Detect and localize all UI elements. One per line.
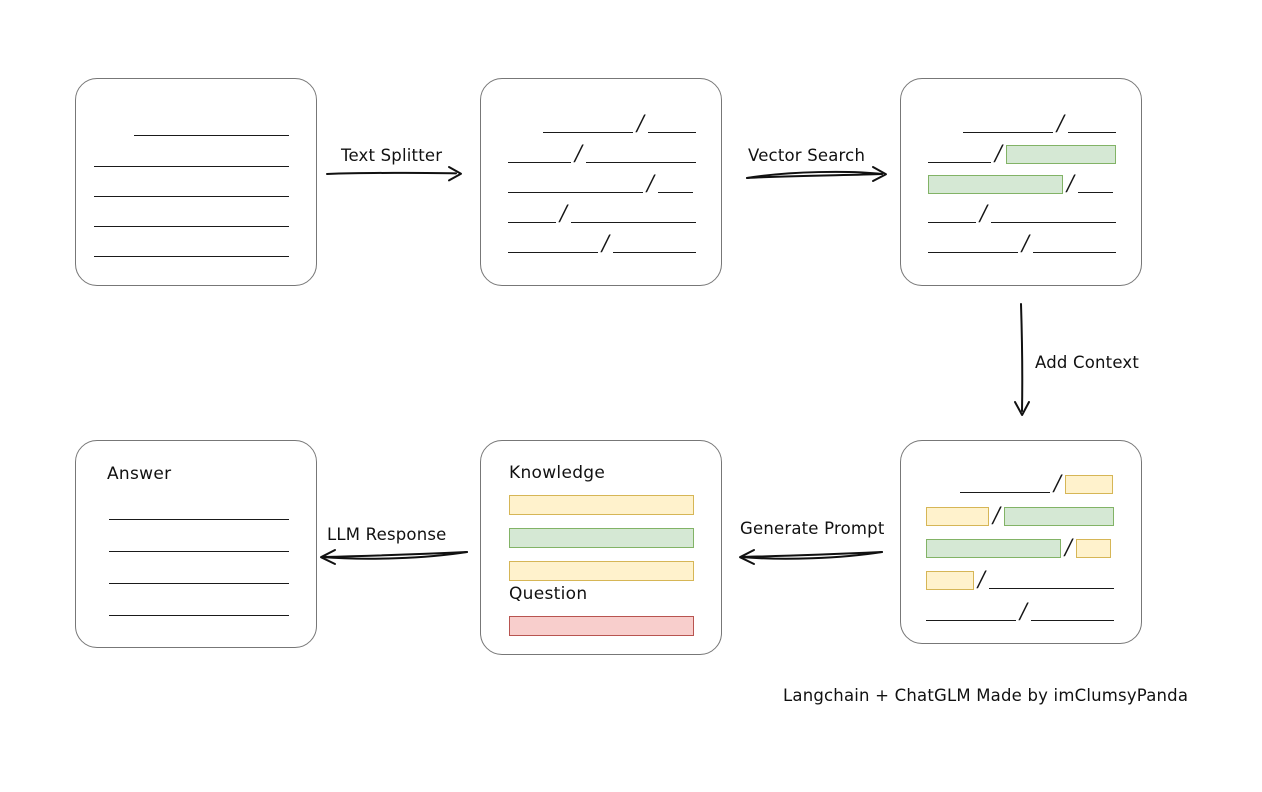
doc-line-row	[94, 237, 289, 259]
text-line	[94, 237, 289, 259]
chunk-separator: /	[575, 141, 583, 165]
chunk-row: /	[928, 141, 1117, 165]
answer-line	[109, 583, 289, 584]
text-line	[94, 177, 289, 199]
chunk-segment-highlight-green	[928, 175, 1063, 194]
chunk-segment	[1031, 601, 1115, 623]
chunk-row: /	[508, 231, 697, 255]
footer-credit: Langchain + ChatGLM Made by imClumsyPand…	[783, 686, 1189, 705]
chunk-segment	[1068, 113, 1117, 135]
knowledge-bar-yellow-1	[509, 495, 694, 515]
chunk-separator: /	[1057, 111, 1065, 135]
chunk-row: /	[928, 171, 1114, 195]
node-source-document[interactable]	[75, 78, 317, 286]
chunk-segment-highlight-yellow	[1076, 539, 1112, 558]
chunk-segment-highlight-green	[1004, 507, 1115, 526]
chunk-segment-highlight-yellow	[926, 507, 989, 526]
doc-line-row	[94, 177, 289, 199]
chunk-segment-highlight-green	[1006, 145, 1117, 164]
edge-label-llm-response: LLM Response	[327, 525, 447, 544]
doc-line-row	[134, 116, 289, 138]
chunk-row: /	[508, 171, 694, 195]
chunk-segment	[963, 113, 1053, 135]
arrow-vector-search	[746, 166, 887, 182]
chunk-segment	[928, 203, 976, 225]
arrow-generate-prompt	[739, 549, 883, 565]
answer-line	[109, 615, 289, 616]
question-bar-red	[509, 616, 694, 636]
chunk-row: /	[926, 535, 1112, 559]
chunk-row: /	[926, 503, 1115, 527]
edge-label-vector-search: Vector Search	[748, 146, 866, 165]
node-matched-chunks[interactable]: / / / / /	[900, 78, 1142, 286]
chunk-separator: /	[602, 231, 610, 255]
chunk-segment	[543, 113, 633, 135]
edge-label-generate-prompt: Generate Prompt	[740, 519, 885, 538]
answer-line	[109, 519, 289, 520]
chunk-separator: /	[995, 141, 1003, 165]
chunk-separator: /	[637, 111, 645, 135]
chunk-segment	[508, 143, 571, 165]
knowledge-bar-green	[509, 528, 694, 548]
edge-label-add-context: Add Context	[1035, 353, 1140, 372]
question-label: Question	[509, 584, 588, 604]
arrow-llm-response	[320, 549, 468, 565]
answer-line	[109, 551, 289, 552]
chunk-segment	[508, 203, 556, 225]
chunk-separator: /	[1020, 599, 1028, 623]
chunk-separator: /	[1022, 231, 1030, 255]
arrow-add-context	[1014, 303, 1030, 416]
chunk-segment	[571, 203, 697, 225]
chunk-separator: /	[647, 171, 655, 195]
text-line	[94, 207, 289, 229]
doc-line-row	[94, 207, 289, 229]
chunk-segment	[928, 143, 991, 165]
chunk-segment	[586, 143, 697, 165]
chunk-separator: /	[993, 503, 1001, 527]
chunk-segment	[648, 113, 697, 135]
chunk-segment-highlight-yellow	[1065, 475, 1114, 494]
chunk-separator: /	[1054, 471, 1062, 495]
chunk-segment	[1033, 233, 1117, 255]
node-context-chunks[interactable]: / / / / /	[900, 440, 1142, 644]
chunk-row: /	[543, 111, 697, 135]
chunk-row: /	[928, 201, 1117, 225]
chunk-segment	[508, 233, 598, 255]
chunk-segment	[658, 173, 694, 195]
chunk-separator: /	[560, 201, 568, 225]
text-line	[134, 116, 289, 138]
chunk-segment	[613, 233, 697, 255]
chunk-segment	[1078, 173, 1114, 195]
chunk-separator: /	[1065, 535, 1073, 559]
chunk-row: /	[926, 567, 1115, 591]
chunk-segment-highlight-yellow	[926, 571, 974, 590]
chunk-row: /	[963, 111, 1117, 135]
doc-line-row	[94, 147, 289, 169]
chunk-row: /	[508, 141, 697, 165]
answer-label: Answer	[107, 464, 172, 484]
chunk-segment	[989, 569, 1115, 591]
chunk-segment-highlight-green	[926, 539, 1061, 558]
chunk-segment	[508, 173, 643, 195]
chunk-separator: /	[1067, 171, 1075, 195]
node-split-chunks[interactable]: / / / / /	[480, 78, 722, 286]
chunk-separator: /	[978, 567, 986, 591]
edge-label-text-splitter: Text Splitter	[341, 146, 443, 165]
chunk-row: /	[960, 471, 1114, 495]
chunk-row: /	[926, 599, 1115, 623]
chunk-segment	[991, 203, 1117, 225]
chunk-segment	[926, 601, 1016, 623]
knowledge-label: Knowledge	[509, 463, 606, 483]
text-line	[94, 147, 289, 169]
knowledge-bar-yellow-2	[509, 561, 694, 581]
node-prompt[interactable]: Knowledge Question	[480, 440, 722, 655]
chunk-row: /	[928, 231, 1117, 255]
chunk-segment	[960, 473, 1050, 495]
arrow-text-splitter	[326, 166, 462, 182]
chunk-row: /	[508, 201, 697, 225]
chunk-segment	[928, 233, 1018, 255]
chunk-separator: /	[980, 201, 988, 225]
node-answer[interactable]: Answer	[75, 440, 317, 648]
